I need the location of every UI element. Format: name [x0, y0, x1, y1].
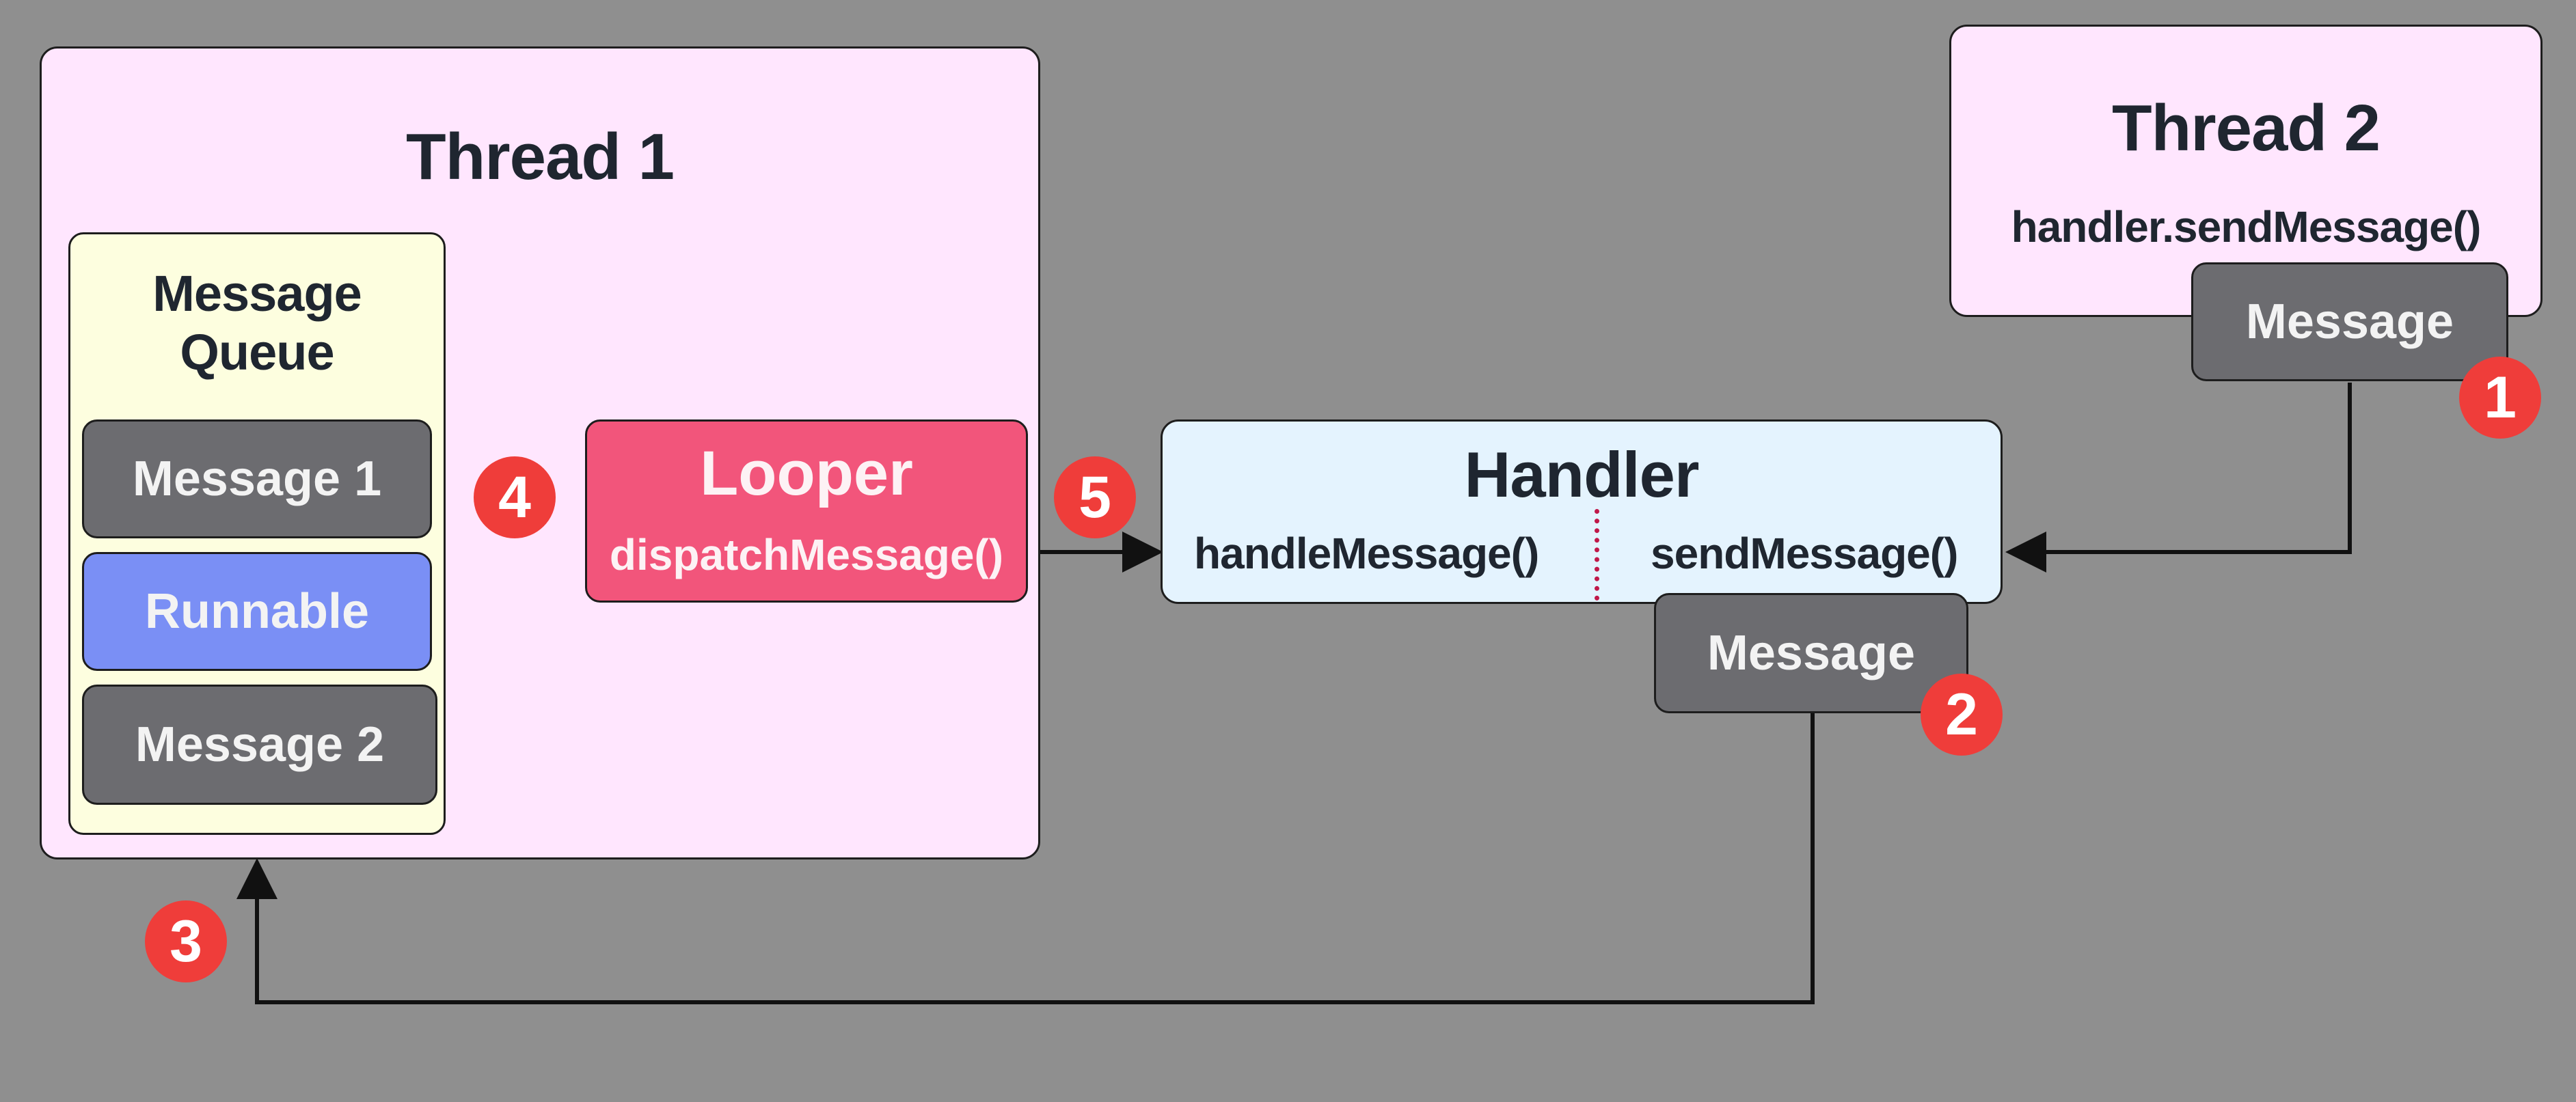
handler-title: Handler	[1464, 439, 1700, 510]
handler-method-handle: handleMessage()	[1194, 529, 1539, 578]
step-badge-3: 3	[145, 900, 227, 982]
arrow-handler-to-thread1	[236, 712, 1815, 1004]
thread1-title: Thread 1	[405, 120, 675, 193]
handler-box: Handler handleMessage() sendMessage()	[1161, 419, 2003, 604]
handler-message: Message	[1654, 593, 1968, 713]
step-badge-5: 5	[1054, 456, 1136, 538]
looper-method: dispatchMessage()	[609, 530, 1004, 579]
handler-divider	[1595, 509, 1599, 601]
step-badge-4: 4	[474, 456, 556, 538]
thread2-message: Message	[2191, 262, 2508, 381]
step-badge-2: 2	[1921, 674, 2003, 756]
looper-title: Looper	[700, 439, 913, 508]
queue-item-message-2: Message 2	[82, 685, 437, 805]
queue-title-line1: Message	[152, 265, 362, 322]
handler-method-send: sendMessage()	[1651, 529, 1958, 578]
looper-box: Looper dispatchMessage()	[585, 419, 1028, 603]
queue-item-message-1: Message 1	[82, 419, 432, 538]
thread2-call: handler.sendMessage()	[2011, 202, 2482, 251]
step-badge-1: 1	[2459, 357, 2541, 439]
arrow-thread2-to-handler	[2005, 383, 2352, 573]
thread2-title: Thread 2	[2111, 92, 2381, 165]
queue-item-runnable: Runnable	[82, 552, 432, 671]
queue-title-line2: Queue	[180, 324, 334, 381]
